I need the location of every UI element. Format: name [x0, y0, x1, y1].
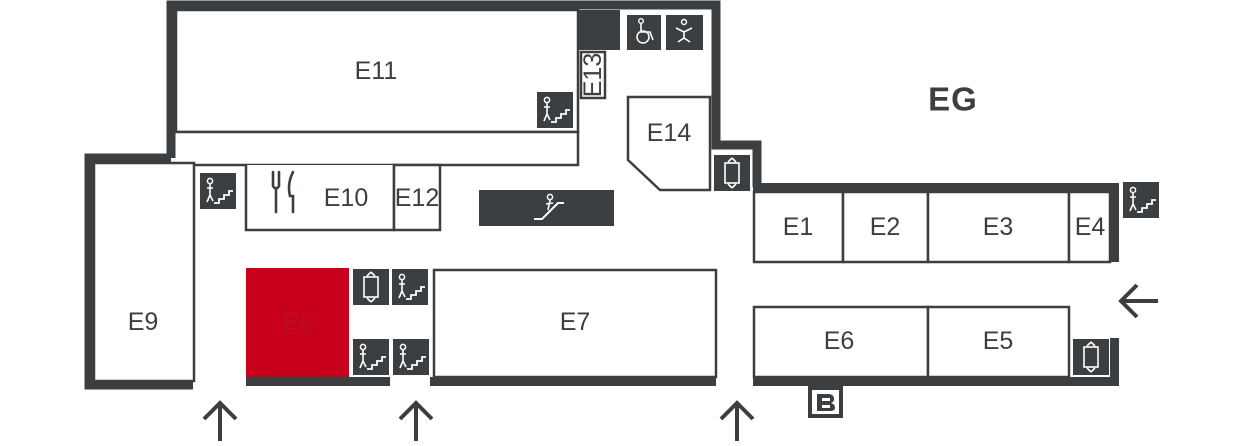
- entrance-arrow-icon: [398, 400, 434, 441]
- room-E14[interactable]: [626, 95, 712, 192]
- elevator-icon: [713, 154, 751, 192]
- corridor-band: [176, 130, 580, 167]
- room-label-E6: E6: [824, 327, 855, 355]
- room-label-E2: E2: [870, 213, 901, 241]
- room-label-E14: E14: [647, 119, 692, 147]
- room-label-E8: E8: [283, 308, 314, 336]
- entrance-arrow-icon: [1118, 283, 1158, 319]
- room-E1[interactable]: [752, 190, 845, 264]
- room-E3[interactable]: [926, 190, 1071, 264]
- room-E10[interactable]: [244, 165, 396, 232]
- room-E12[interactable]: [392, 163, 442, 232]
- baby-changing-icon: [666, 15, 703, 50]
- room-E13[interactable]: [579, 50, 607, 100]
- room-E8[interactable]: [246, 268, 349, 377]
- room-E9[interactable]: [92, 161, 196, 383]
- stairs-icon: [352, 338, 390, 376]
- room-label-E9: E9: [128, 308, 159, 336]
- stairs-icon: [536, 91, 574, 129]
- room-label-E4: E4: [1075, 213, 1106, 241]
- stairs-icon: [392, 338, 430, 376]
- room-E5[interactable]: [926, 305, 1071, 379]
- elevator-icon: [1072, 338, 1110, 376]
- room-label-E13: E13: [579, 53, 607, 97]
- atm-icon: [808, 386, 843, 418]
- entrance-arrow-icon: [719, 400, 755, 441]
- room-label-E1: E1: [783, 213, 814, 241]
- stairs-icon: [199, 172, 237, 210]
- room-label-E12: E12: [395, 184, 439, 212]
- stairs-icon: [391, 268, 429, 306]
- restaurant-icon: [271, 170, 295, 214]
- wall-left-wing: [84, 153, 193, 390]
- floor-label: EG: [928, 81, 978, 118]
- room-label-E10: E10: [324, 184, 368, 212]
- room-E11[interactable]: [174, 8, 580, 134]
- room-E4[interactable]: [1067, 190, 1112, 264]
- elevator-icon: [352, 268, 390, 306]
- room-label-E7: E7: [560, 308, 591, 336]
- stairs-icon: [1122, 181, 1160, 219]
- room-label-E5: E5: [983, 327, 1014, 355]
- accessible-toilet-icon: [627, 15, 661, 50]
- room-E7[interactable]: [432, 268, 718, 379]
- room-label-E3: E3: [983, 213, 1014, 241]
- wall-upper-block: [166, 0, 762, 187]
- escalator-icon[interactable]: [479, 190, 614, 226]
- room-E2[interactable]: [841, 190, 930, 264]
- room-label-E11: E11: [355, 57, 398, 85]
- entrance-arrow-icon: [202, 400, 238, 441]
